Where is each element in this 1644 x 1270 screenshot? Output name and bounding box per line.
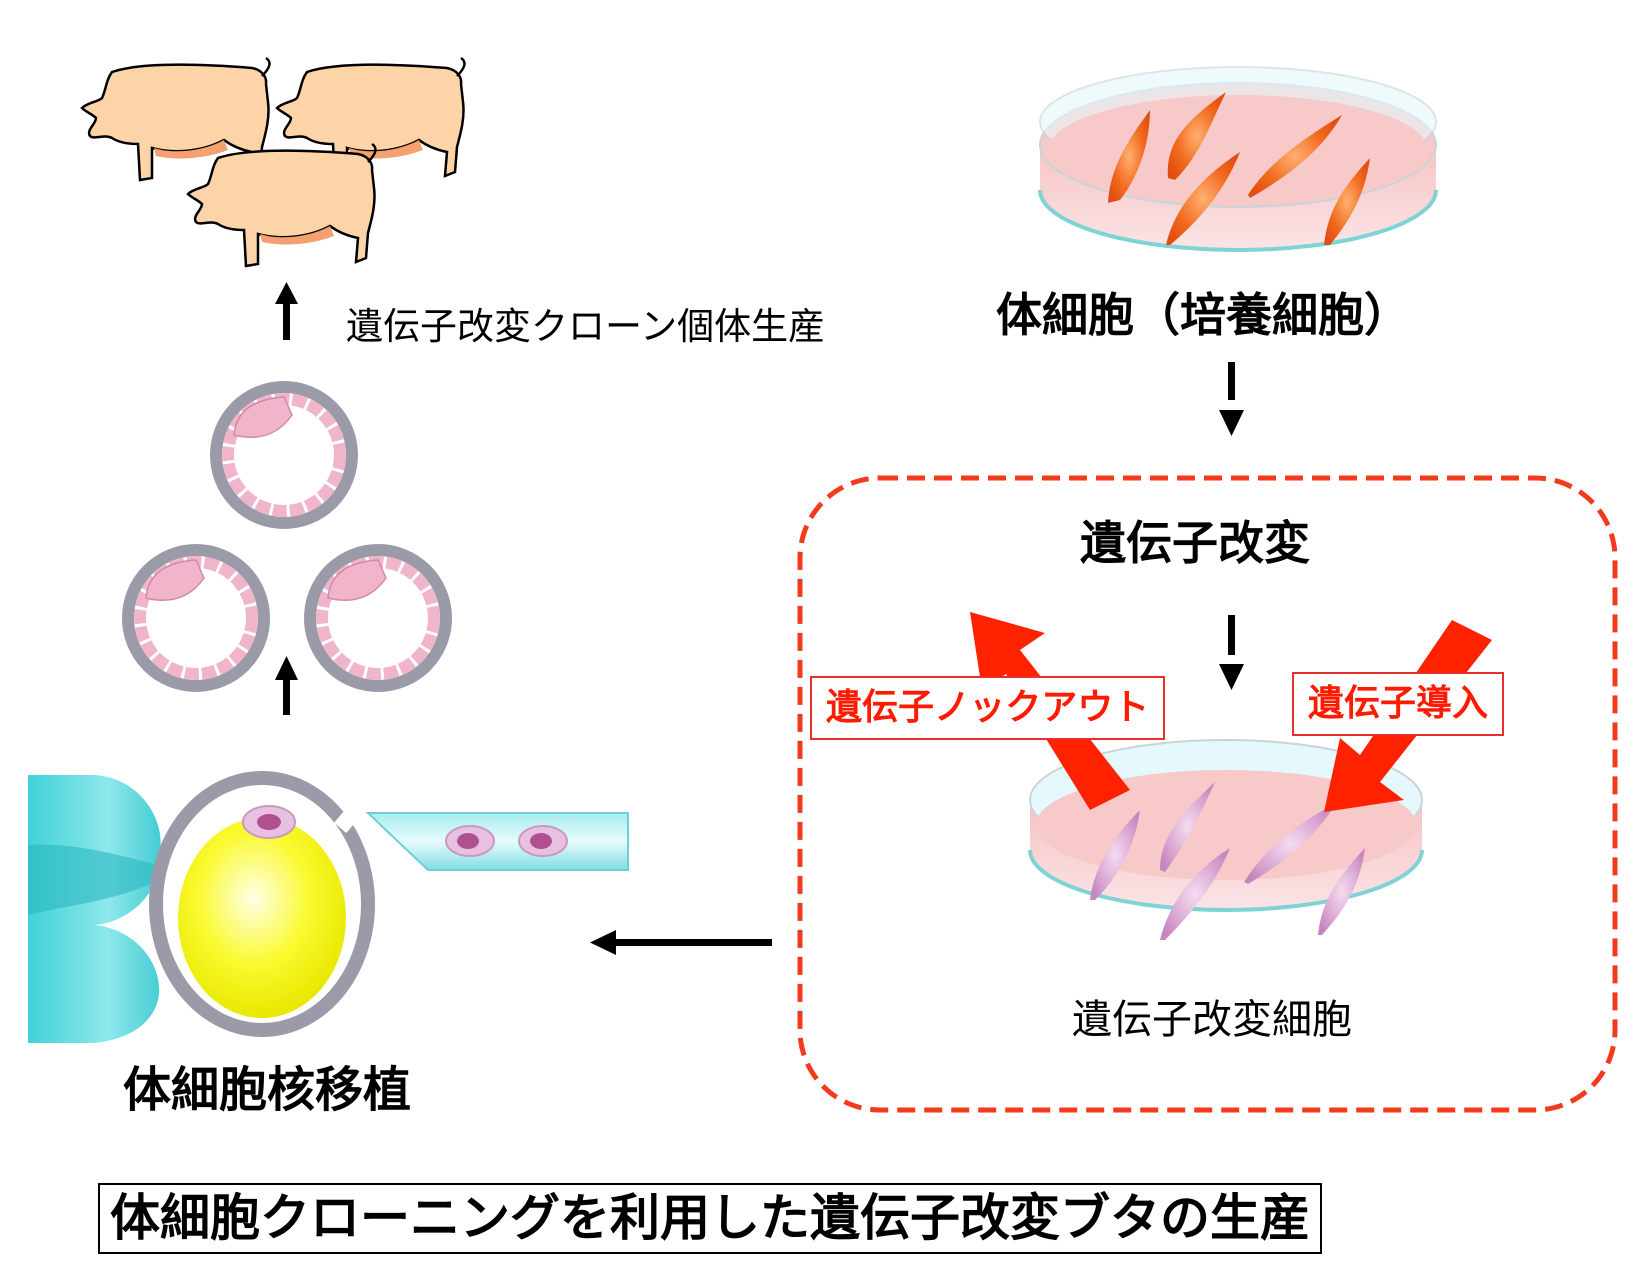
blastocyst-icon-bottom-right xyxy=(304,544,452,692)
arrow-up-icon-to-blastocysts xyxy=(275,656,298,715)
pig-icon-back-left xyxy=(80,56,271,182)
somatic-cells-label: 体細胞（培養細胞） xyxy=(996,288,1410,342)
genetic-modification-region xyxy=(797,475,1618,1113)
blastocyst-icon-bottom-left xyxy=(122,544,270,692)
injection-pipette-icon xyxy=(365,812,629,871)
arrow-down-icon-from-culture xyxy=(1219,362,1244,436)
pig-icon-front xyxy=(186,142,377,268)
figure-caption: 体細胞クローニングを利用した遺伝子改変ブタの生産 xyxy=(98,1183,1322,1254)
modified-cells-label: 遺伝子改変細胞 xyxy=(1072,997,1352,1043)
arrow-left-icon-to-nuclear-transfer xyxy=(590,930,772,955)
cultured-cells-orange xyxy=(1108,92,1370,245)
nuclear-transfer-label: 体細胞核移植 xyxy=(123,1062,412,1118)
blastocyst-icon-top xyxy=(210,381,358,529)
modified-cells-purple xyxy=(1090,782,1365,940)
arrow-up-icon-to-pigs xyxy=(275,282,298,340)
gene-introduction-label: 遺伝子導入 xyxy=(1292,672,1505,736)
gene-knockout-label: 遺伝子ノックアウト xyxy=(810,676,1166,740)
oocyte-icon xyxy=(149,771,375,1037)
holding-pipette-icon xyxy=(28,775,161,1043)
transgenic-clone-production-label: 遺伝子改変クローン個体生産 xyxy=(346,305,826,348)
arrow-down-icon-to-modified-dish xyxy=(1219,615,1244,690)
genetic-modification-label: 遺伝子改変 xyxy=(1080,516,1310,570)
culture-dish-icon xyxy=(1038,66,1438,252)
